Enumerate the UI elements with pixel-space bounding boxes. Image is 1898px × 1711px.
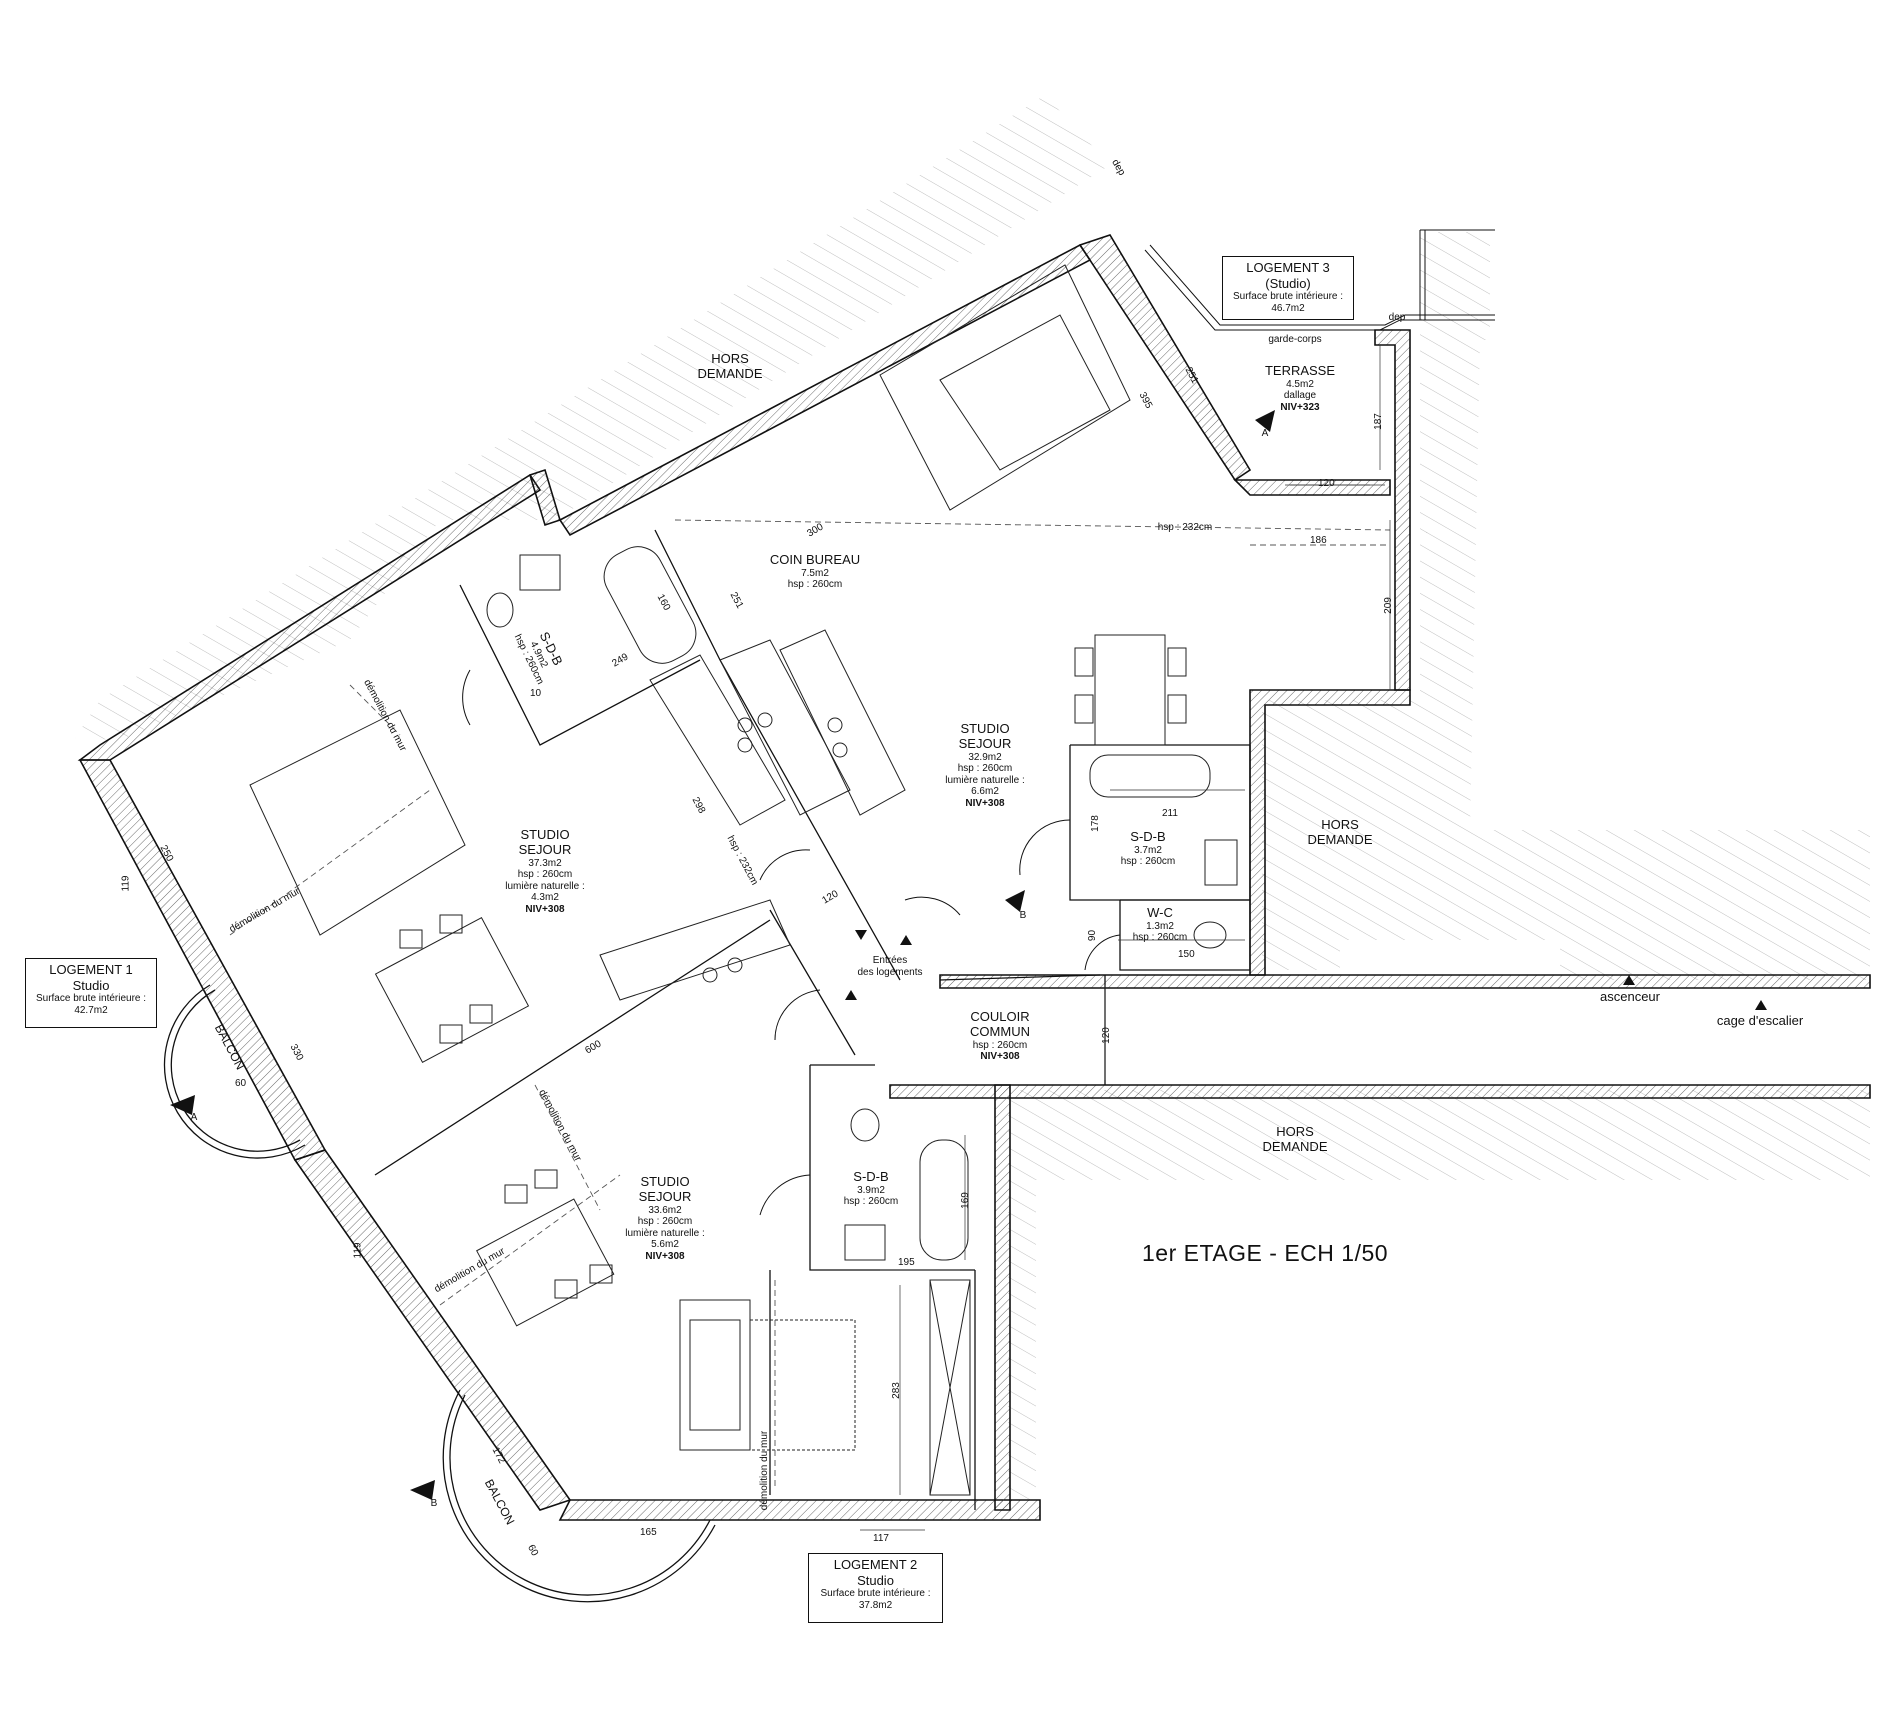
room-label-couloir: COULOIR COMMUN hsp : 260cm NIV+308 xyxy=(970,1009,1030,1063)
dimension-211: 211 xyxy=(1162,808,1178,819)
unit-box-logement-2: LOGEMENT 2 Studio Surface brute intérieu… xyxy=(808,1553,943,1623)
dimension-lines xyxy=(620,345,1391,1531)
room-label-studio-1: STUDIO SEJOUR 37.3m2 hsp : 260cm lumière… xyxy=(505,827,585,915)
terrasse-railing xyxy=(1144,229,1495,331)
unit-area-label: Surface brute intérieure : xyxy=(1232,291,1344,303)
dimension-283: 283 xyxy=(890,1382,902,1399)
unit-type: (Studio) xyxy=(1265,275,1311,291)
ceiling-height-label: hsp : 232cm xyxy=(1157,522,1213,533)
hors-demande-label: HORS DEMANDE xyxy=(697,351,763,381)
furniture xyxy=(249,264,1238,1496)
room-label-wc: W-C 1.3m2 hsp : 260cm xyxy=(1132,905,1188,944)
dimension-90: 90 xyxy=(1087,929,1099,942)
dimension-60: 60 xyxy=(235,1078,247,1089)
room-label-terrasse: TERRASSE 4.5m2 dallage NIV+323 xyxy=(1264,363,1336,413)
exterior-walls xyxy=(77,234,1871,1521)
section-letter-b: B xyxy=(430,1498,438,1509)
railing-label: garde-corps xyxy=(1268,334,1322,345)
unit-type: Studio xyxy=(72,977,110,993)
demolition-label: démolition du mur xyxy=(759,1430,771,1511)
dimension-117: 117 xyxy=(873,1533,889,1544)
staircase-label: cage d'escalier xyxy=(1716,1013,1804,1028)
hors-demande-label: HORS DEMANDE xyxy=(1262,1124,1328,1154)
unit-box-logement-3: LOGEMENT 3 (Studio) Surface brute intéri… xyxy=(1222,256,1354,320)
dimension-120: 120 xyxy=(1100,1027,1112,1044)
hors-demande-hatch xyxy=(75,95,1870,1500)
unit-type: Studio xyxy=(857,1572,894,1588)
dimension-178: 178 xyxy=(1089,815,1101,832)
interior-walls xyxy=(374,529,1251,1510)
unit-name: LOGEMENT 1 xyxy=(49,962,133,977)
unit-box-logement-1: LOGEMENT 1 Studio Surface brute intérieu… xyxy=(25,958,157,1028)
hors-demande-label: HORS DEMANDE xyxy=(1307,817,1373,847)
dimension-209: 209 xyxy=(1382,597,1394,614)
dimension-195: 195 xyxy=(898,1257,915,1268)
dimension-150: 150 xyxy=(1178,949,1195,960)
unit-area: 42.7m2 xyxy=(74,1005,108,1017)
section-markers xyxy=(170,410,1767,1500)
dashed-lines xyxy=(229,519,1391,1490)
unit-name: LOGEMENT 3 xyxy=(1246,260,1330,275)
drawing-title: 1er ETAGE - ECH 1/50 xyxy=(1142,1240,1389,1266)
dimension-120: 120 xyxy=(1318,478,1335,489)
door-swings xyxy=(462,669,1121,1216)
section-letter-b: B xyxy=(1019,910,1027,921)
room-label-studio-3: STUDIO SEJOUR 32.9m2 hsp : 260cm lumière… xyxy=(945,721,1025,809)
dimension-169: 169 xyxy=(959,1192,971,1209)
dimension-119: 119 xyxy=(120,875,132,892)
room-label-coin-bureau: COIN BUREAU 7.5m2 hsp : 260cm xyxy=(769,552,861,591)
room-label-sdb-3: S-D-B 3.7m2 hsp : 260cm xyxy=(1120,829,1176,868)
section-letter-a: A xyxy=(190,1112,198,1123)
dimension-187: 187 xyxy=(1372,413,1384,430)
room-label-sdb-2: S-D-B 3.9m2 hsp : 260cm xyxy=(843,1169,899,1208)
dimension-119: 119 xyxy=(352,1242,364,1259)
unit-area-label: Surface brute intérieure : xyxy=(35,993,147,1005)
section-letter-a: A xyxy=(1261,428,1269,439)
unit-area: 46.7m2 xyxy=(1271,303,1305,315)
unit-name: LOGEMENT 2 xyxy=(833,1557,918,1572)
unit-area: 37.8m2 xyxy=(858,1600,893,1612)
dimension-186: 186 xyxy=(1310,535,1327,546)
elevator-label: ascenceur xyxy=(1600,989,1660,1004)
dep-label: dep xyxy=(1388,312,1406,323)
unit-area-label: Surface brute intérieure : xyxy=(820,1588,931,1600)
dimension-10: 10 xyxy=(530,688,542,699)
entrances-label: Entrées des logements xyxy=(857,955,923,978)
room-label-studio-2: STUDIO SEJOUR 33.6m2 hsp : 260cm lumière… xyxy=(625,1174,705,1262)
dimension-165: 165 xyxy=(640,1527,657,1538)
